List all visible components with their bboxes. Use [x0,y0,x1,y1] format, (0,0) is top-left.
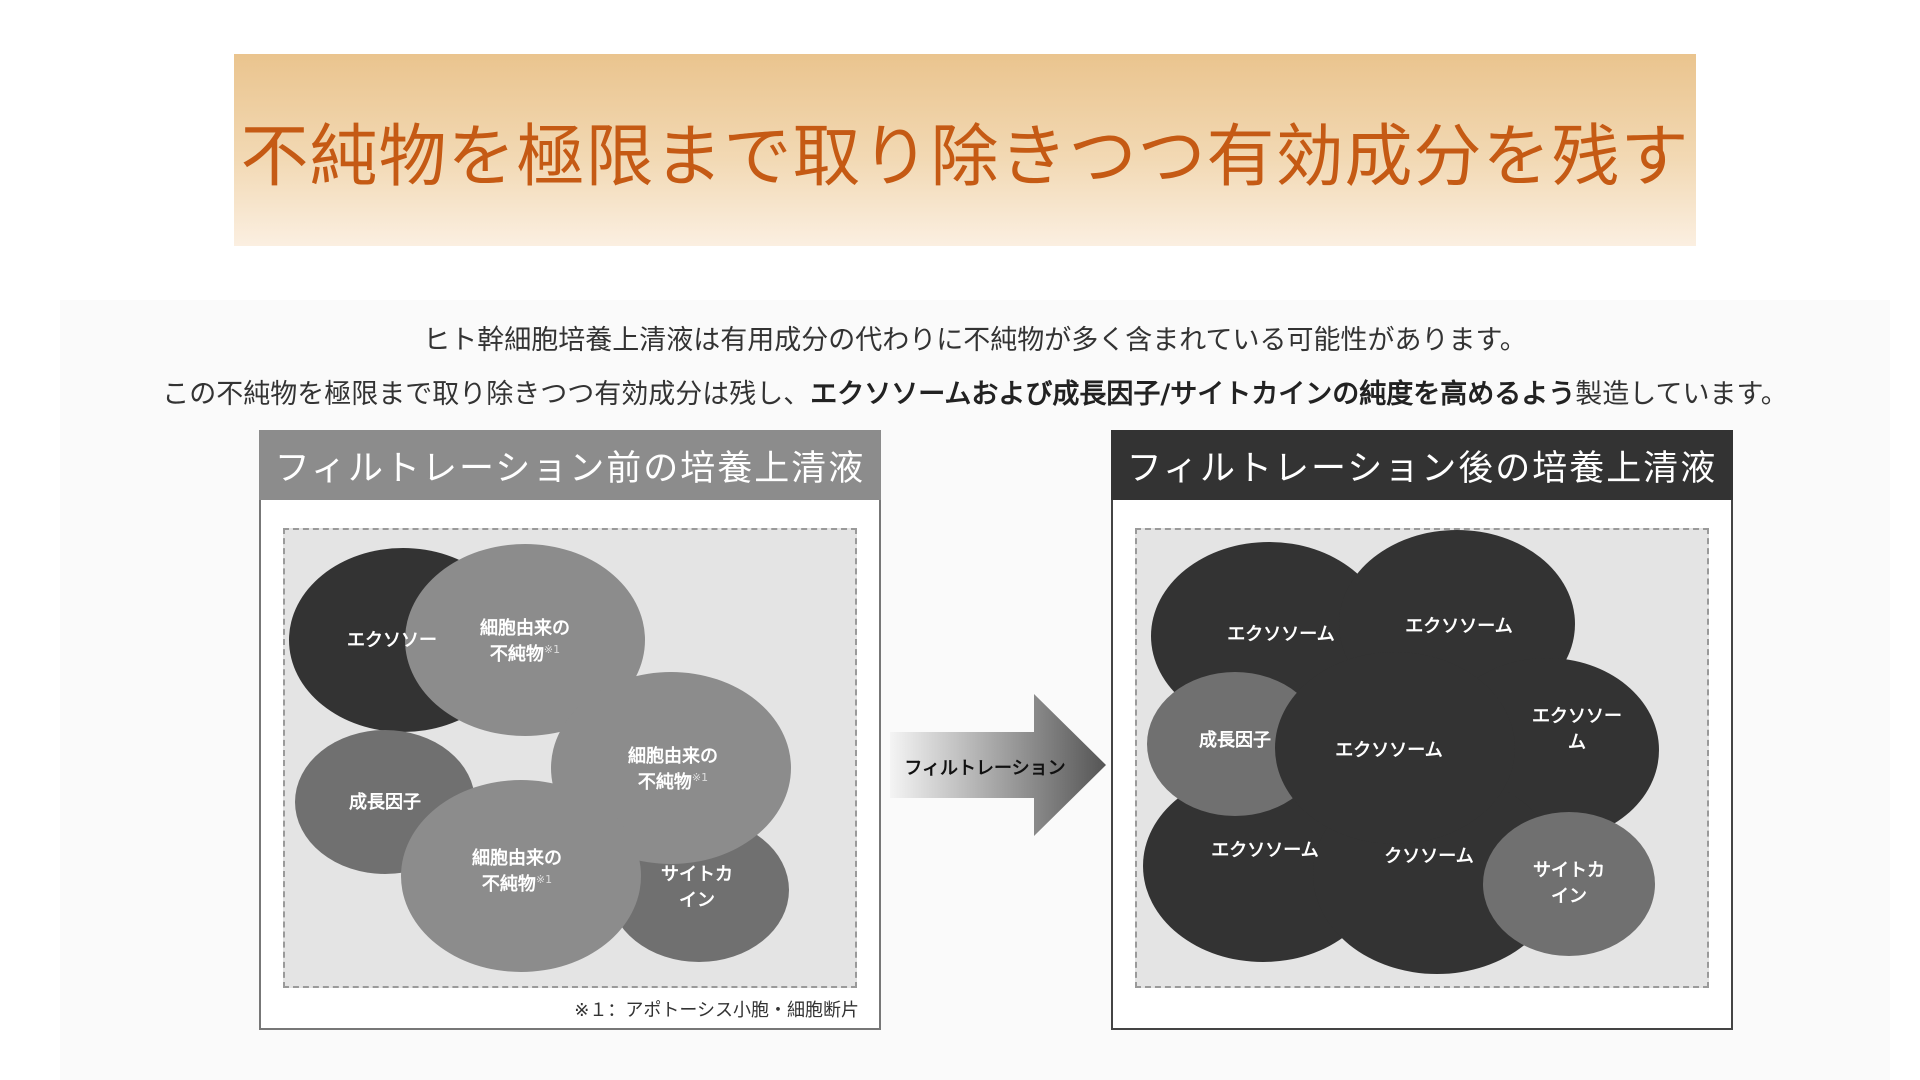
label-impurity-3-a: 細胞由来の [472,847,562,869]
label-exosome: エクソソー [347,630,437,651]
before-filtration-title: フィルトレーション前の培養上清液 [259,430,881,500]
before-filtration-box: フィルトレーション前の培養上清液 エクソソー 細胞由来の 不純物※1 細胞由来の… [259,430,881,1030]
intro-line-2-bold: エクソソームおよび成長因子/サイトカインの純度を高めるよう [810,379,1576,410]
footnote-mark-3: ※1 [536,873,552,886]
label-exosome-3b: ム [1568,732,1586,753]
label-cytokine-2: イン [1551,886,1587,907]
label-impurity-1-b: 不純物※1 [490,643,560,665]
label-impurity-2-b: 不純物※1 [638,771,708,793]
label-cytokine-1: サイトカ [661,864,733,885]
blob-impurity-1 [405,544,645,736]
footnote-mark-1: ※1 [544,643,560,656]
title-banner: 不純物を極限まで取り除きつつ有効成分を残す [234,54,1696,246]
before-diagram-svg: エクソソー 細胞由来の 不純物※1 細胞由来の 不純物※1 細胞由来の 不純物※… [289,544,791,972]
label-growth-factor: 成長因子 [1199,729,1271,751]
intro-line-2-post: 製造しています。 [1575,379,1788,410]
label-impurity-2-a: 細胞由来の [628,745,718,767]
page-title: 不純物を極限まで取り除きつつ有効成分を残す [240,117,1690,197]
intro-line-2-pre: この不純物を極限まで取り除きつつ有効成分は残し、 [162,379,811,410]
label-exosome-1: エクソソーム [1227,624,1334,645]
after-filtration-diagram: エクソソーム エクソソーム エクソソー ム エクソソーム 成長因子 エクソソーム… [1135,528,1709,988]
blob-impurity-3 [401,780,641,972]
intro-line-2: この不純物を極限まで取り除きつつ有効成分は残し、エクソソームおよび成長因子/サイ… [60,372,1890,411]
blob-growth-factor [1147,672,1323,816]
label-impurity-1-b-text: 不純物 [490,643,544,665]
footnote: ※１：アポトーシス小胞・細胞断片 [574,1000,859,1021]
label-impurity-3-b: 不純物※1 [482,873,552,895]
after-filtration-box: フィルトレーション後の培養上清液 エクソソーム エクソソーム エクソソー ム エ… [1111,430,1733,1030]
blob-cytokine [1483,812,1655,956]
label-impurity-1-a: 細胞由来の [480,617,570,639]
footnote-mark-2: ※1 [692,771,708,784]
label-exosome-5: クソソーム [1384,846,1473,867]
intro-line-1: ヒト幹細胞培養上清液は有用成分の代わりに不純物が多く含まれている可能性があります… [423,325,1527,356]
label-growth-factor: 成長因子 [349,791,421,813]
label-exosome-4: エクソソーム [1211,840,1318,861]
label-impurity-3-b-text: 不純物 [482,873,536,895]
label-exosome-3a: エクソソー [1532,706,1622,727]
after-filtration-title: フィルトレーション後の培養上清液 [1111,430,1733,500]
before-filtration-diagram: エクソソー 細胞由来の 不純物※1 細胞由来の 不純物※1 細胞由来の 不純物※… [283,528,857,988]
filtration-arrow [890,694,1106,836]
blob-exosome-center [1275,652,1515,844]
label-exosome-center: エクソソーム [1335,740,1442,761]
label-cytokine-2: イン [679,890,715,911]
label-exosome-2: エクソソーム [1405,616,1512,637]
after-diagram-svg: エクソソーム エクソソーム エクソソー ム エクソソーム 成長因子 エクソソーム… [1143,530,1659,974]
label-impurity-2-b-text: 不純物 [638,771,692,793]
label-cytokine-1: サイトカ [1533,860,1605,881]
filtration-label: フィルトレーション [904,758,1066,779]
arrow-shape [890,694,1106,836]
